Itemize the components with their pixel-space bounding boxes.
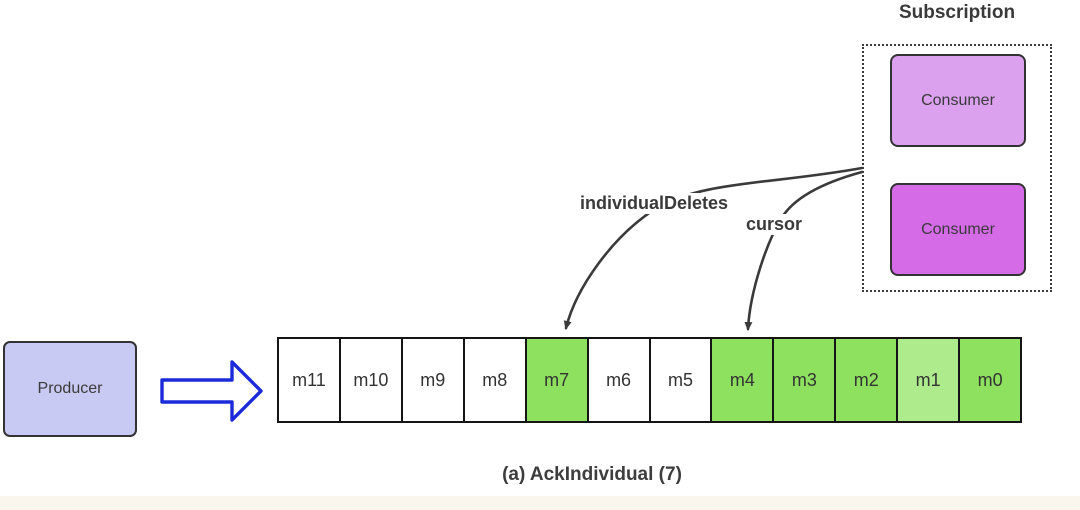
message-queue: m11 m10 m9 m8 m7 m6 m5 m4 m3 m2 m1 m0 (277, 337, 1022, 423)
queue-cell-m5: m5 (648, 339, 711, 421)
consumer-1-label: Consumer (921, 91, 995, 109)
individual-deletes-arrow (563, 166, 864, 330)
consumer-box-1: Consumer (890, 54, 1026, 147)
queue-cell-m4: m4 (710, 339, 773, 421)
queue-cell-m11: m11 (279, 339, 339, 421)
queue-cell-m0: m0 (958, 339, 1021, 421)
consumer-box-2: Consumer (890, 183, 1026, 276)
queue-cell-m9: m9 (400, 339, 463, 421)
queue-cell-m3: m3 (772, 339, 835, 421)
queue-cell-m10: m10 (338, 339, 401, 421)
queue-cell-m8: m8 (462, 339, 525, 421)
producer-flow-arrow-icon (160, 360, 263, 422)
producer-label: Producer (37, 380, 103, 397)
cursor-label: cursor (744, 214, 805, 235)
producer-box: Producer (3, 341, 137, 437)
subscription-group: Consumer Consumer (862, 44, 1052, 292)
consumer-2-label: Consumer (921, 220, 995, 238)
cursor-arrow (744, 170, 864, 331)
queue-cell-m1: m1 (896, 339, 959, 421)
queue-cell-m2: m2 (834, 339, 897, 421)
queue-cell-m6: m6 (586, 339, 649, 421)
subscription-title: Subscription (898, 2, 1016, 23)
footer-strip (0, 496, 1080, 510)
individual-deletes-label: individualDeletes (578, 193, 731, 214)
queue-cell-m7: m7 (524, 339, 587, 421)
figure-caption: (a) AckIndividual (7) (502, 464, 682, 485)
